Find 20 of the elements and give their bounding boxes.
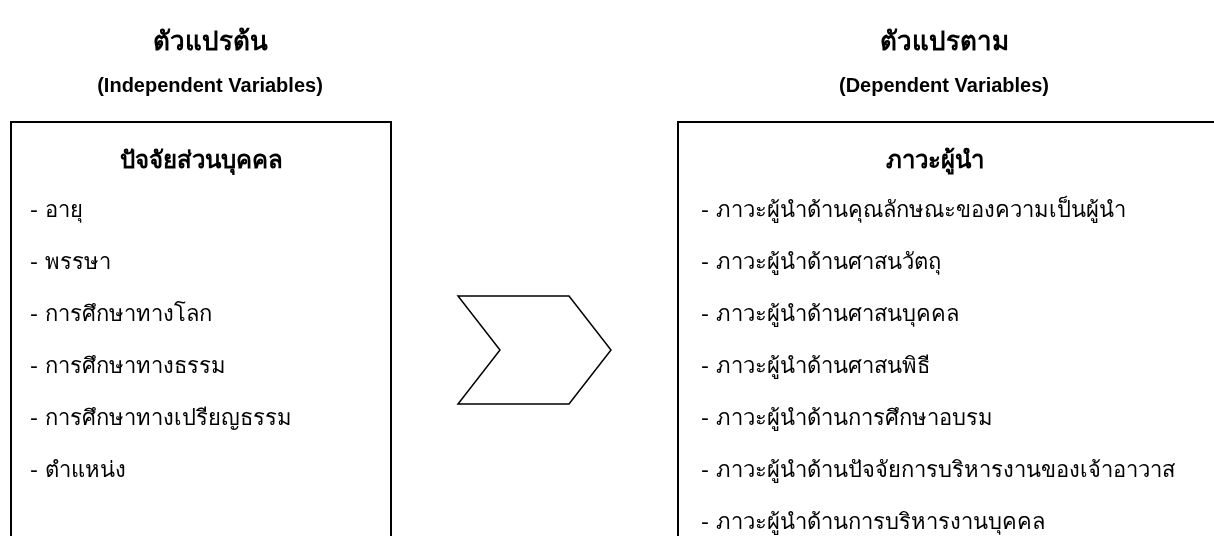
group-heading: ตัวแปรต้น <box>152 26 268 58</box>
list-item: - ตำแหน่ง <box>30 456 126 484</box>
list-item: - ภาวะผู้นำด้านศาสนบุคคล <box>701 300 959 329</box>
list-item: - การศึกษาทางธรรม <box>30 352 226 380</box>
list-item: - ภาวะผู้นำด้านการบริหารงานบุคคล <box>701 508 1045 536</box>
list-item: - ภาวะผู้นำด้านคุณลักษณะของความเป็นผู้นำ <box>701 195 1126 225</box>
list-item: - พรรษา <box>30 248 111 276</box>
list-item: - ภาวะผู้นำด้านศาสนพิธี <box>701 352 930 381</box>
list-item: - การศึกษาทางเปรียญธรรม <box>30 404 292 432</box>
list-item: - ภาวะผู้นำด้านศาสนวัตถุ <box>701 248 941 277</box>
list-item: - อายุ <box>30 196 83 225</box>
list-item: - ภาวะผู้นำด้านการศึกษาอบรม <box>701 404 993 433</box>
chevron-arrow <box>456 295 612 405</box>
box-heading: ปัจจัยส่วนบุคคล <box>119 146 283 175</box>
list-item: - การศึกษาทางโลก <box>30 300 212 328</box>
box-heading: ภาวะผู้นำ <box>886 146 984 175</box>
group-subheading: (Dependent Variables) <box>838 74 1050 97</box>
group-subheading: (Independent Variables) <box>97 74 323 97</box>
group-heading: ตัวแปรตาม <box>879 26 1009 58</box>
list-item: - ภาวะผู้นำด้านปัจจัยการบริหารงานของเจ้าอาวาส <box>701 456 1175 485</box>
